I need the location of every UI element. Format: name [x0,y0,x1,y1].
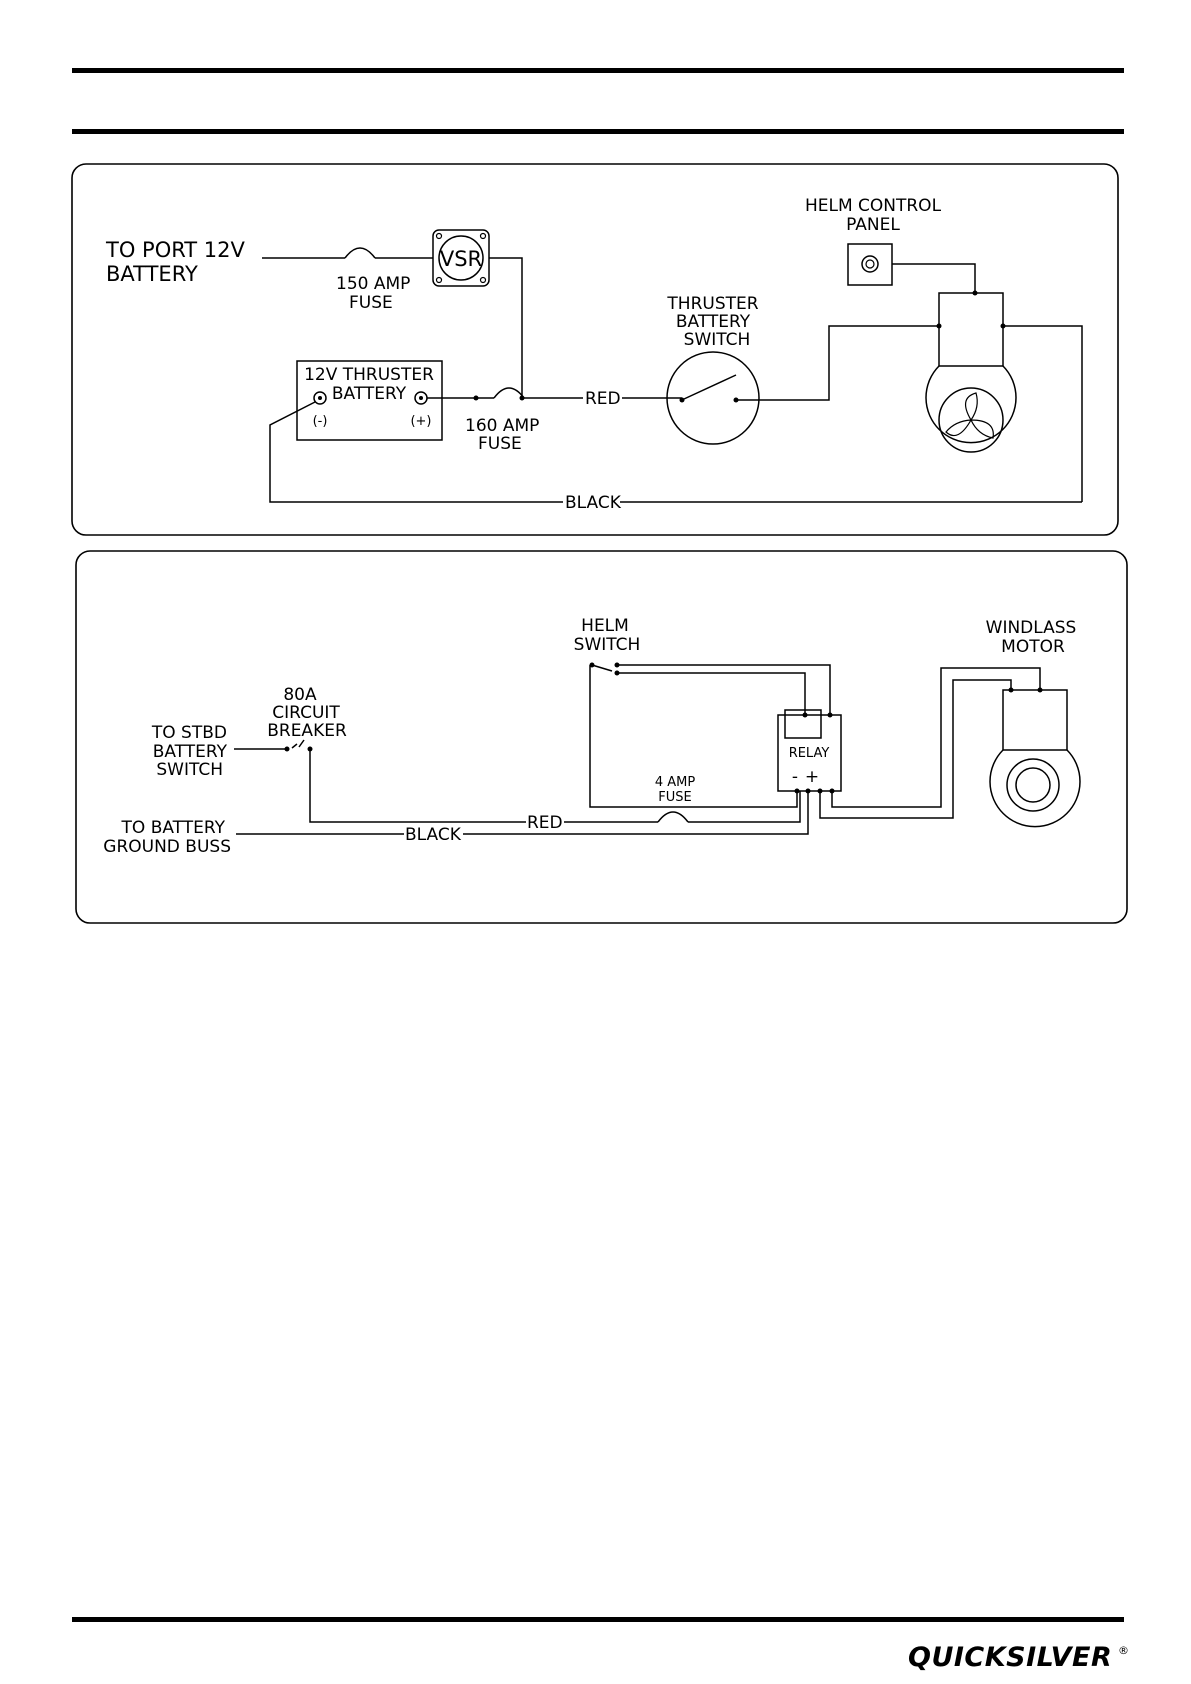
fuse-150-label-2: FUSE [349,293,393,313]
helm-panel-label-1: HELM CONTROL [805,196,942,216]
battery-label-2: BATTERY [332,384,407,404]
header-rule-top [72,68,1124,73]
relay-minus-label: - [792,767,798,787]
fuse-150-label-1: 150 AMP [336,274,410,294]
vsr-relay: VSR [433,230,489,286]
fuse-160-label-1: 160 AMP [465,416,539,436]
fuse-4-label-2: FUSE [658,790,691,805]
fuse-160-symbol [494,388,524,398]
vsr-label: VSR [440,247,482,271]
registered-mark: ® [1118,1644,1129,1657]
thruster-motor [926,291,1082,503]
windlass-panel-frame [76,551,1127,923]
stbd-label-3: SWITCH [156,760,223,780]
relay-plus-label: + [805,767,819,787]
breaker-label-2: CIRCUIT [272,703,340,723]
relay-label: RELAY [789,746,830,761]
battery-label-1: 12V THRUSTER [304,365,434,385]
breaker-label-1: 80A [283,685,317,705]
thruster-panel-frame [72,164,1118,535]
helm-control-panel: HELM CONTROL PANEL [805,196,975,293]
windlass-relay: RELAY - + [778,710,841,794]
thruster-battery: 12V THRUSTER BATTERY (-) (+) [297,361,442,440]
battery-negative-label: (-) [313,414,328,429]
thruster-wiring-diagram: TO PORT 12V BATTERY 150 AMP FUSE VSR 12V… [72,164,1118,535]
header-rule-bottom [72,129,1124,134]
battery-positive-label: (+) [410,414,431,429]
breaker-label-3: BREAKER [267,721,347,741]
switch-label-2: BATTERY [676,312,751,332]
helm-switch-label-1: HELM [581,616,629,636]
motor-label-1: WINDLASS [986,618,1077,638]
switch-label-3: SWITCH [684,330,751,350]
ground-label-2: GROUND BUSS [103,837,231,857]
thruster-battery-switch: THRUSTER BATTERY SWITCH [666,294,759,444]
stbd-label-2: BATTERY [153,742,228,762]
windlass-wiring-diagram: TO STBD BATTERY SWITCH 80A CIRCUIT BREAK… [76,551,1127,923]
ground-label-1: TO BATTERY [121,818,226,838]
circuit-breaker-80a: 80A CIRCUIT BREAKER [234,685,347,752]
helm-switch-label-2: SWITCH [574,635,641,655]
switch-label-1: THRUSTER [666,294,758,314]
thruster-red-wire-label: RED [585,389,621,409]
fuse-4-label-1: 4 AMP [655,775,696,790]
windlass-red-wire-label: RED [527,813,563,833]
windlass-black-wire-label: BLACK [405,825,462,845]
motor-label-2: MOTOR [1001,637,1065,657]
port-battery-label-1: TO PORT 12V [105,238,246,262]
port-battery-label-2: BATTERY [106,262,198,286]
thruster-black-wire-label: BLACK [565,493,622,513]
stbd-label-1: TO STBD [151,723,227,743]
footer-rule [72,1617,1124,1622]
fuse-4-symbol [658,812,688,822]
fuse-160-label-2: FUSE [478,434,522,454]
quicksilver-logo: QUICKSILVER [908,1642,1112,1673]
windlass-motor: WINDLASS MOTOR [986,618,1080,827]
fuse-150-symbol [345,248,375,258]
helm-panel-label-2: PANEL [846,215,900,235]
